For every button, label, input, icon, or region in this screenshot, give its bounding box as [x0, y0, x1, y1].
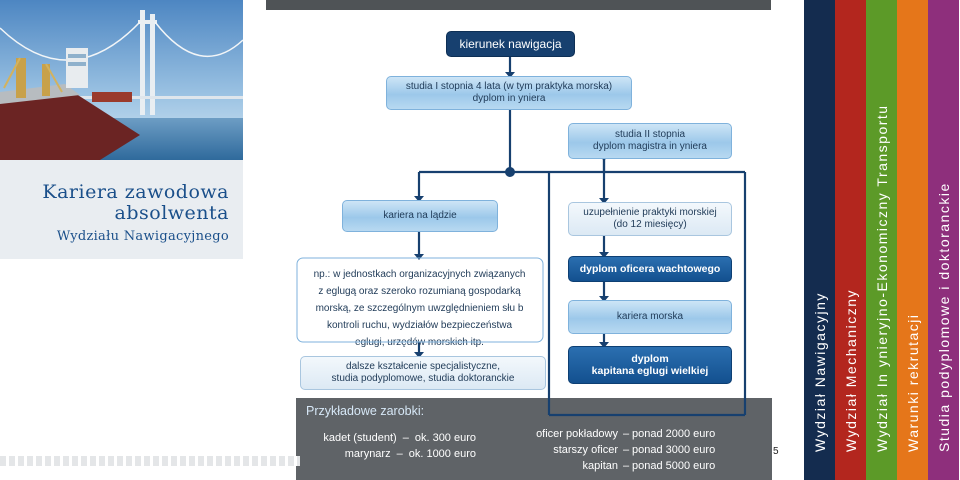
study1-line2: dyplom in yniera: [472, 93, 546, 104]
officer-diploma-label: dyplom oficera wachtowego: [579, 263, 721, 275]
career-title: Kariera zawodowa absolwenta: [42, 182, 229, 224]
study1-line1: studia I stopnia 4 lata (w tym praktyka …: [405, 81, 613, 92]
bridge-ship-photo: [0, 0, 243, 160]
further-edu-line2: studia podyplomowe, studia doktoranckie: [331, 373, 515, 384]
earnings-role: starszy oficer: [553, 444, 618, 456]
note-line-2: z eglugą oraz szeroko rozumianą gospodar…: [318, 286, 521, 297]
study-first-degree: studia I stopnia 4 lata (w tym praktyka …: [386, 76, 632, 110]
kierunek-nawigacja-header: kierunek nawigacja: [446, 31, 575, 57]
tab-wydzial-transportu[interactable]: Wydział In ynieryjno-Ekonomiczny Transpo…: [866, 0, 897, 480]
earnings-right-row: starszy oficer – ponad 3000 euro: [528, 442, 732, 458]
earnings-title: Przykładowe zarobki:: [306, 404, 425, 418]
earnings-dash: –: [622, 460, 630, 472]
earnings-dash: –: [396, 448, 403, 460]
captain-diploma: dyplom kapitana eglugi wielkiej: [568, 346, 732, 384]
captain-line1: dyplom: [631, 353, 669, 365]
earnings-amount: ok. 300 euro: [414, 432, 476, 444]
earnings-right-row: kapitan – ponad 5000 euro: [528, 458, 732, 474]
sea-practice-supplement: uzupełnienie praktyki morskiej (do 12 mi…: [568, 202, 732, 236]
earnings-left-list: kadet (student) – ok. 300 euro marynarz …: [310, 430, 476, 462]
earnings-role: kadet (student): [323, 432, 397, 444]
earnings-role: oficer pokładowy: [536, 428, 618, 440]
career-title-box: Kariera zawodowa absolwenta Wydziału Naw…: [0, 160, 243, 259]
hatch-strip: [0, 456, 300, 466]
tab-studia-podyplomowe[interactable]: Studia podyplomowe i doktoranckie: [928, 0, 959, 480]
career-land-label: kariera na lądzie: [383, 210, 457, 221]
further-education: dalsze kształcenie specjalistyczne, stud…: [300, 356, 546, 390]
career-title-line1: Kariera zawodowa: [42, 181, 229, 203]
header-label: kierunek nawigacja: [459, 37, 562, 51]
tab-label: Wydział Nawigacyjny: [811, 292, 828, 452]
tab-wydzial-mechaniczny[interactable]: Wydział Mechaniczny: [835, 0, 866, 480]
study2-line1: studia II stopnia: [614, 129, 686, 140]
note-line-4: kontroli ruchu, wydziałów bezpieczeństwa: [326, 320, 513, 331]
officer-diploma: dyplom oficera wachtowego: [568, 256, 732, 282]
tab-label: Wydział Mechaniczny: [842, 289, 859, 452]
earnings-dash: –: [622, 444, 630, 456]
note-line-3: morską, ze szczególnym uwzględnieniem sł…: [315, 303, 524, 314]
tab-wydzial-nawigacyjny[interactable]: Wydział Nawigacyjny: [804, 0, 835, 480]
earnings-left-row: marynarz – ok. 1000 euro: [310, 446, 476, 462]
tab-label: Wydział In ynieryjno-Ekonomiczny Transpo…: [873, 104, 890, 452]
land-career-note: np.: w jednostkach organizacyjnych związ…: [302, 266, 537, 351]
earnings-amount: ponad 2000 euro: [632, 428, 716, 440]
photo-illustration: [0, 0, 243, 160]
study-second-degree: studia II stopnia dyplom magistra in yni…: [568, 123, 732, 159]
supplement-line1: uzupełnienie praktyki morskiej: [583, 207, 717, 218]
earnings-left-row: kadet (student) – ok. 300 euro: [310, 430, 476, 446]
career-sea: kariera morska: [568, 300, 732, 334]
earnings-right-list: oficer pokładowy – ponad 2000 euro stars…: [528, 426, 732, 474]
earnings-panel: [296, 398, 772, 480]
captain-line2: kapitana eglugi wielkiej: [591, 365, 709, 377]
earnings-amount: ponad 5000 euro: [632, 460, 716, 472]
career-sea-label: kariera morska: [616, 311, 684, 322]
left-blank-area: [0, 259, 243, 480]
tab-label: Studia podyplomowe i doktoranckie: [935, 182, 952, 452]
note-line-5: eglugi, urzędów morskich itp.: [355, 337, 484, 348]
earnings-role: marynarz: [344, 448, 391, 460]
supplement-line2: (do 12 miesięcy): [613, 219, 687, 230]
page-number: 5: [773, 446, 779, 457]
earnings-dash: –: [402, 432, 409, 444]
career-title-line2: absolwenta: [114, 202, 229, 224]
earnings-amount: ok. 1000 euro: [408, 448, 476, 460]
earnings-role: kapitan: [582, 460, 618, 472]
tab-warunki-rekrutacji[interactable]: Warunki rekrutacji: [897, 0, 928, 480]
study2-line2: dyplom magistra in yniera: [593, 141, 707, 152]
top-bar: [266, 0, 771, 10]
note-line-1: np.: w jednostkach organizacyjnych związ…: [313, 269, 526, 280]
earnings-amount: ponad 3000 euro: [632, 444, 716, 456]
earnings-dash: –: [622, 428, 630, 440]
further-edu-line1: dalsze kształcenie specjalistyczne,: [346, 361, 500, 372]
earnings-right-row: oficer pokładowy – ponad 2000 euro: [528, 426, 732, 442]
career-subtitle: Wydziału Nawigacyjnego: [56, 229, 229, 244]
career-land: kariera na lądzie: [342, 200, 498, 232]
tab-label: Warunki rekrutacji: [904, 313, 921, 452]
